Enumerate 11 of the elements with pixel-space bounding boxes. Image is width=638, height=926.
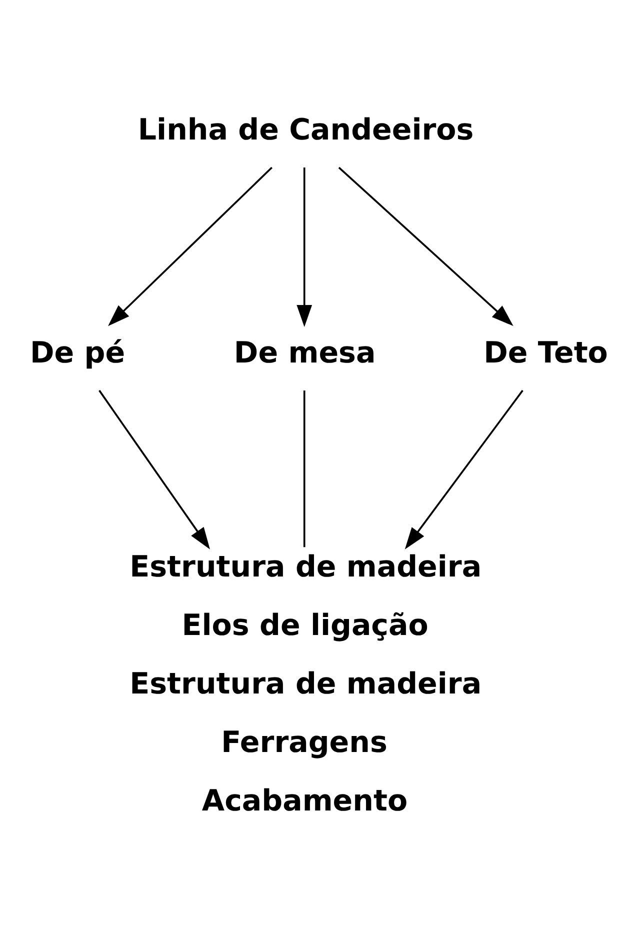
arrow <box>404 389 524 549</box>
node-text: De mesa <box>234 335 376 370</box>
node-text: De Teto <box>484 335 608 370</box>
node-text: De pé <box>30 335 126 370</box>
node-text: Estrutura de madeira Elos de ligação Estrutura de madeira Ferragens Acabamento <box>130 549 482 818</box>
arrow <box>338 166 514 326</box>
arrow <box>108 166 272 326</box>
node-text: Linha de Candeeiros <box>138 112 474 146</box>
connector <box>303 390 306 547</box>
arrow <box>296 167 312 326</box>
arrow <box>98 389 210 549</box>
